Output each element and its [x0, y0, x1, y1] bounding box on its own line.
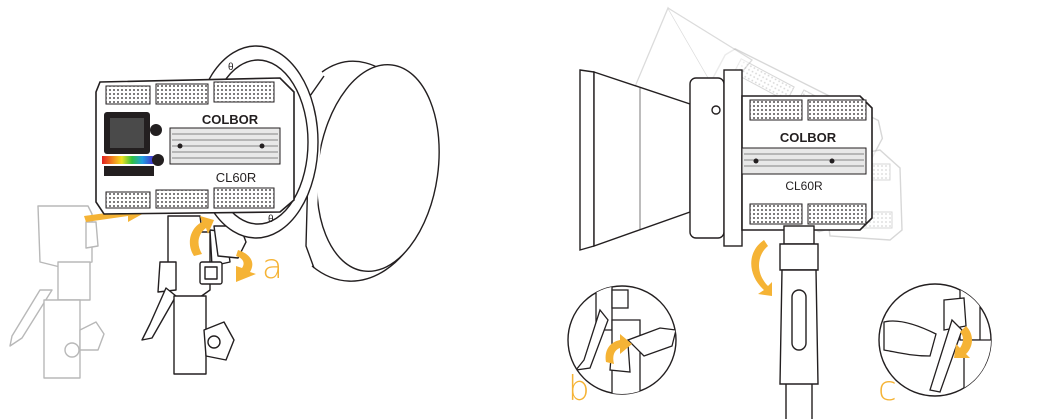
light-body	[95, 77, 295, 215]
tighten-arrow-icon	[954, 326, 972, 358]
brand-logo-right: COLBOR	[780, 130, 837, 145]
tighten-arrow-icon	[236, 250, 256, 282]
snoot-reflector	[579, 69, 691, 251]
rotate-arrow-icon	[189, 216, 214, 256]
right-illustration: COLBOR CL60R b	[567, 6, 992, 419]
step-label-a: a	[262, 247, 283, 287]
left-illustration: a θ θ	[9, 45, 440, 379]
stand-yoke	[141, 215, 247, 375]
right-stand-pole	[779, 225, 819, 419]
ghost-stand-bracket	[9, 205, 105, 379]
rotate-arrow-icon	[751, 240, 772, 296]
right-light-body	[741, 95, 873, 231]
reflector-dish	[305, 60, 440, 282]
step-label-b: b	[568, 369, 590, 409]
right-mount-ring	[689, 69, 743, 247]
svg-text:θ: θ	[228, 62, 234, 73]
step-label-c: c	[878, 369, 897, 409]
model-label-right: CL60R	[785, 179, 823, 193]
tighten-arrow-icon	[605, 334, 632, 364]
brand-logo-left: COLBOR	[202, 112, 259, 127]
model-label-left: CL60R	[216, 170, 256, 185]
svg-text:θ: θ	[268, 214, 274, 225]
callout-detail-b	[567, 285, 677, 395]
